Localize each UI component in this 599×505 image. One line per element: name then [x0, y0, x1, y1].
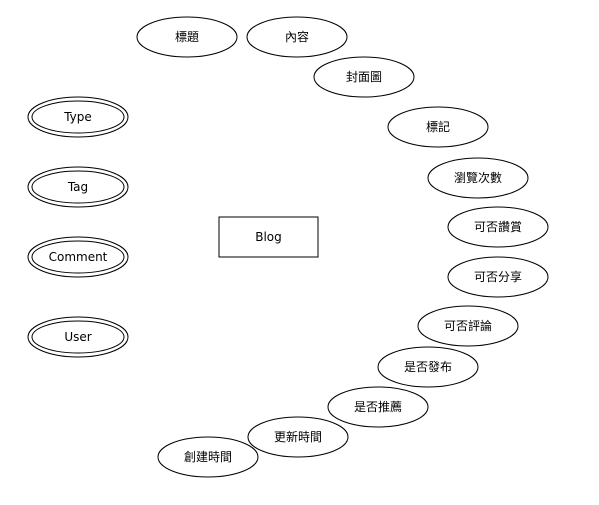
attribute-tags[interactable]: 標記 [387, 106, 489, 148]
attribute-label: 瀏覽次數 [454, 170, 502, 185]
entity-label: Blog [255, 230, 282, 244]
attribute-is-published[interactable]: 是否發布 [377, 346, 479, 388]
related-entity-tag[interactable]: Tag [27, 166, 129, 208]
attribute-label: 封面圖 [346, 70, 382, 84]
attribute-is-recommended[interactable]: 是否推薦 [327, 386, 429, 428]
attribute-update-time[interactable]: 更新時間 [247, 416, 349, 458]
related-entity-label: Comment [49, 250, 108, 264]
attribute-can-share[interactable]: 可否分享 [447, 256, 549, 298]
attribute-label: 更新時間 [274, 429, 322, 444]
attribute-cover-image[interactable]: 封面圖 [313, 56, 415, 98]
attribute-label: 標記 [426, 119, 450, 134]
entity-box [218, 216, 319, 258]
attribute-label: 標題 [175, 30, 199, 44]
attribute-title[interactable]: 標題 [136, 16, 238, 58]
attribute-label: 可否評論 [444, 318, 492, 333]
related-entity-label: Type [63, 110, 92, 124]
attribute-label: 內容 [285, 29, 309, 44]
attribute-label: 可否分享 [474, 269, 522, 284]
entity-blog[interactable]: Blog [218, 216, 319, 258]
related-entity-user[interactable]: User [27, 316, 129, 358]
attribute-can-comment[interactable]: 可否評論 [417, 305, 519, 347]
related-entity-type[interactable]: Type [27, 96, 129, 138]
attribute-content[interactable]: 內容 [246, 16, 348, 58]
attribute-view-count[interactable]: 瀏覽次數 [427, 157, 529, 199]
related-entity-comment[interactable]: Comment [27, 236, 129, 278]
related-entity-label: Tag [67, 180, 88, 194]
attribute-label: 創建時間 [184, 450, 232, 464]
attribute-label: 可否讚賞 [474, 219, 522, 234]
attribute-label: 是否推薦 [354, 400, 402, 414]
attribute-create-time[interactable]: 創建時間 [157, 436, 259, 478]
attribute-can-appreciate[interactable]: 可否讚賞 [447, 206, 549, 248]
related-entity-label: User [64, 330, 91, 344]
attribute-label: 是否發布 [404, 359, 452, 374]
